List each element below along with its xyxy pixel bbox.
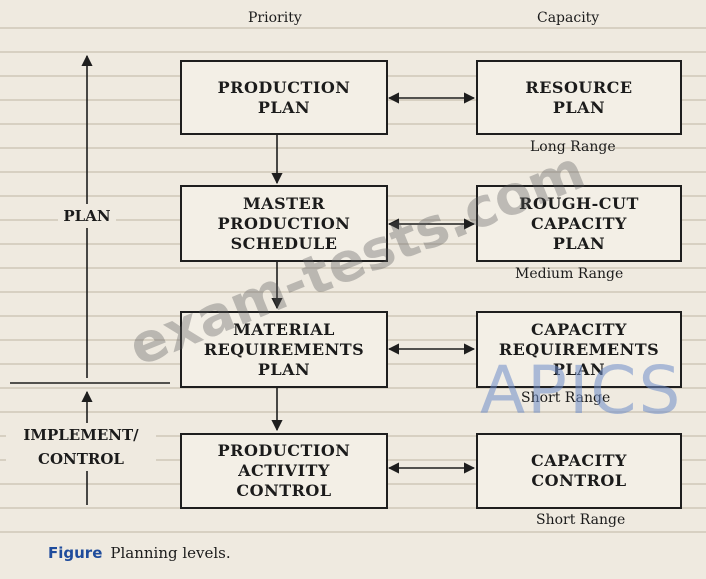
plan-side-label: PLAN — [58, 204, 116, 228]
short-range-label-2: Short Range — [536, 512, 626, 528]
figure-caption: Figure Planning levels. — [48, 544, 231, 562]
material-requirements-plan-box: MATERIAL REQUIREMENTS PLAN — [180, 311, 388, 388]
medium-range-label: Medium Range — [515, 266, 624, 282]
capacity-header: Capacity — [537, 10, 600, 26]
capacity-requirements-plan-box: CAPACITY REQUIREMENTS PLAN — [476, 311, 682, 388]
apics-watermark: APICS — [480, 352, 683, 429]
rough-cut-capacity-plan-box: ROUGH-CUT CAPACITY PLAN — [476, 185, 682, 262]
resource-plan-box: RESOURCE PLAN — [476, 60, 682, 135]
implement-control-side-label: IMPLEMENT/ CONTROL — [6, 423, 156, 471]
master-production-schedule-box: MASTER PRODUCTION SCHEDULE — [180, 185, 388, 262]
caption-text: Planning levels. — [110, 544, 231, 562]
production-plan-box: PRODUCTION PLAN — [180, 60, 388, 135]
capacity-control-box: CAPACITY CONTROL — [476, 433, 682, 509]
short-range-label-1: Short Range — [521, 390, 611, 406]
figure-label: Figure — [48, 544, 103, 562]
priority-header: Priority — [248, 10, 302, 26]
long-range-label: Long Range — [530, 139, 616, 155]
production-activity-control-box: PRODUCTION ACTIVITY CONTROL — [180, 433, 388, 509]
